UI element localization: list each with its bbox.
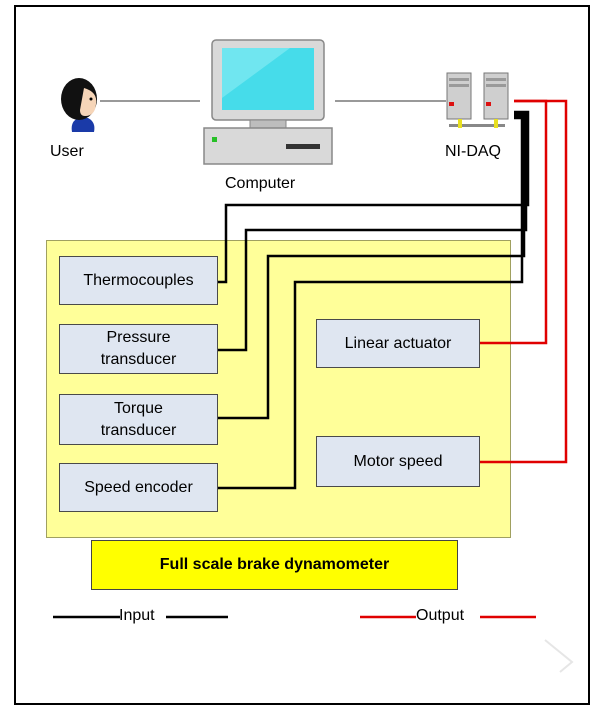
wire-pressure bbox=[218, 112, 528, 352]
legend-input-label: Input bbox=[119, 607, 155, 624]
wire-speed-encoder bbox=[218, 116, 524, 490]
wire-thermocouples bbox=[218, 110, 530, 284]
computer-label: Computer bbox=[225, 175, 296, 192]
wire-motor-speed bbox=[480, 99, 568, 464]
wire-linear-actuator bbox=[480, 99, 548, 345]
dynamometer-title: Full scale brake dynamometer bbox=[91, 540, 458, 590]
computer-icon bbox=[203, 39, 333, 165]
ni-daq-label: NI-DAQ bbox=[445, 143, 501, 160]
torque-transducer-box: Torque transducer bbox=[59, 394, 218, 445]
output-wires bbox=[480, 99, 568, 464]
user-label: User bbox=[50, 143, 84, 160]
input-wires bbox=[218, 110, 530, 490]
pressure-transducer-box: Pressure transducer bbox=[59, 324, 218, 374]
legend-output-label: Output bbox=[416, 607, 465, 624]
wire-torque bbox=[218, 114, 526, 420]
motor-speed-box: Motor speed bbox=[316, 436, 480, 487]
ni-daq-icon bbox=[446, 72, 509, 128]
speed-encoder-box: Speed encoder bbox=[59, 463, 218, 512]
thermocouples-box: Thermocouples bbox=[59, 256, 218, 305]
corner-mark bbox=[544, 639, 574, 673]
diagram-canvas bbox=[53, 39, 574, 673]
user-icon bbox=[61, 78, 97, 132]
linear-actuator-box: Linear actuator bbox=[316, 319, 480, 368]
